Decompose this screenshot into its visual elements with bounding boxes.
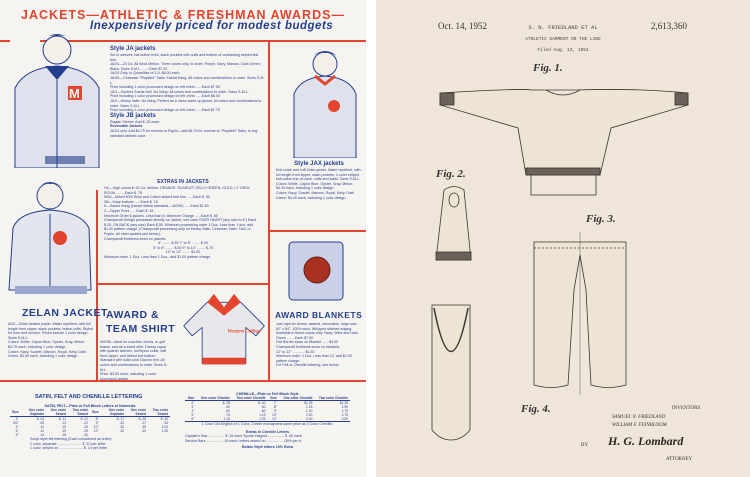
attorney-signature: H. G. Lombard bbox=[608, 434, 683, 449]
red-rule bbox=[96, 190, 98, 380]
column-header: One color Chenille bbox=[196, 396, 232, 401]
zelan-description: AXX—Zelan treated poplin. Water repellen… bbox=[8, 322, 93, 359]
red-rule bbox=[96, 283, 270, 285]
column-header: Two color Chenille bbox=[232, 396, 268, 401]
column-header: Two color Sewed bbox=[148, 408, 170, 417]
attorney-label: ATTORNEY bbox=[666, 457, 692, 462]
column-header: One color Sewed bbox=[46, 408, 68, 417]
zelan-heading: ZELAN JACKET bbox=[22, 307, 108, 319]
red-rule bbox=[270, 230, 366, 232]
blankets-section: Just right for dorms, awards, decoration… bbox=[276, 322, 362, 368]
column-header: Size bbox=[90, 408, 101, 417]
column-header: One color Separate bbox=[21, 408, 46, 417]
fig-1-sweatshirt-drawing bbox=[440, 89, 688, 195]
team-shirt-illustration: Western College bbox=[182, 292, 266, 368]
svg-text:M: M bbox=[69, 86, 80, 101]
inventors-label: INVENTORS bbox=[672, 406, 700, 411]
award-blanket-illustration bbox=[285, 238, 347, 303]
red-rule bbox=[0, 380, 366, 382]
team-shirt-heading: AWARD &TEAM SHIRT bbox=[106, 308, 175, 336]
column-header: Two color Chenille bbox=[314, 396, 350, 401]
lettering-heading: SATIN, FELT AND CHENILLE LETTERING bbox=[35, 394, 142, 400]
chenille-table: SizeOne color ChenilleTwo color Chenille… bbox=[185, 396, 350, 421]
fig-2-side-drawing bbox=[436, 187, 471, 261]
catalog-subtitle: Inexpensively priced for modest budgets bbox=[90, 20, 333, 32]
column-header: One color Sewed bbox=[126, 408, 148, 417]
column-header: One color Separate bbox=[101, 408, 126, 417]
column-header: Two color Sewed bbox=[68, 408, 90, 417]
svg-text:Western College: Western College bbox=[227, 329, 261, 335]
fig-3-pants-drawing bbox=[534, 232, 626, 395]
team-shirt-description: WZ/56—Ideal for coaches, tennis, or golf… bbox=[100, 340, 168, 381]
inventor-names: SAMUEL N. FRIEDLANDWILLIAM F. FEINBLOOM bbox=[612, 414, 667, 430]
catalog-page: JACKETS—ATHLETIC & FRESHMAN AWARDS— Inex… bbox=[0, 0, 366, 477]
jax-section: Style JAX jackets Knit collar and cuff Z… bbox=[276, 160, 362, 200]
red-rule bbox=[268, 40, 270, 380]
blankets-heading: AWARD BLANKETS bbox=[275, 310, 362, 320]
by-label: BY bbox=[581, 443, 588, 448]
chenille-table-section: CHENILLE—Plain or Full Block Style SizeO… bbox=[185, 392, 350, 450]
satin-felt-table: SizeOne color SeparateOne color SewedTwo… bbox=[10, 408, 170, 437]
letterman-jacket-illustration: M bbox=[5, 28, 100, 168]
satin-felt-table-section: SATIN, FELT—Plain or Full Block Letters … bbox=[10, 404, 170, 451]
zelan-jacket-illustration bbox=[5, 178, 95, 303]
extras-section: EXTRAS IN JACKETS HC—High colors in 30 O… bbox=[104, 178, 262, 260]
column-header: Size bbox=[10, 408, 21, 417]
style-ja-section: Style JA jackets Set in sleeves, hat but… bbox=[110, 46, 265, 138]
patent-drawing-page: Oct. 14, 1952 S. N. FRIEDLAND ET AL 2,61… bbox=[376, 0, 750, 477]
fig-4-section-drawing bbox=[432, 305, 470, 440]
column-header: One color Chenille bbox=[279, 396, 315, 401]
jax-jacket-illustration bbox=[290, 48, 360, 158]
